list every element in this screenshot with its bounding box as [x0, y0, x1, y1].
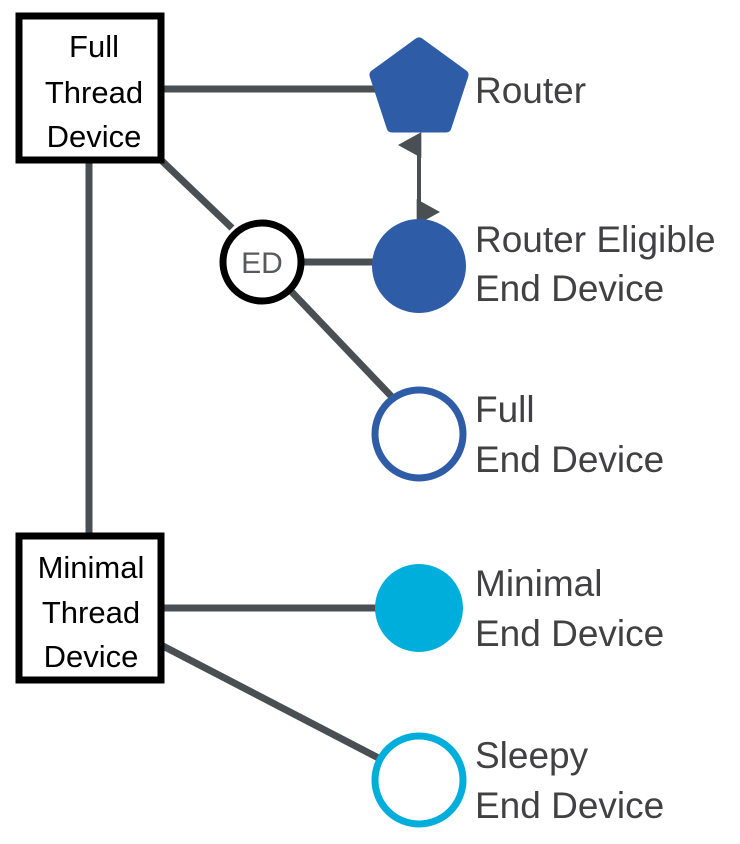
connector-mtd-to-sed — [159, 641, 394, 769]
legend-label-full-end-device-line-1: Full — [475, 389, 535, 430]
minimal-thread-device-box[interactable] — [15, 532, 165, 684]
full-thread-device-label-line-1: Full — [69, 29, 119, 64]
legend-label-sleepy-end-device-line-2: End Device — [475, 785, 664, 826]
legend-shape-router-eligible-end-device[interactable] — [372, 219, 466, 313]
legend-label-minimal-end-device-line-1: Minimal — [475, 563, 602, 604]
full-thread-device-label-line-3: Device — [47, 119, 142, 154]
node-end-device[interactable]: ED — [219, 219, 305, 305]
minimal-thread-device-label-line-2: Thread — [42, 595, 140, 630]
full-end-device-circle-icon[interactable] — [371, 386, 467, 482]
legend-shape-minimal-end-device[interactable] — [375, 564, 463, 652]
legend-shape-router[interactable] — [369, 37, 469, 133]
legend-label-router-eligible-end-device-line-2: End Device — [475, 268, 664, 309]
legend-labels: Router Router Eligible End Device Full E… — [475, 70, 716, 826]
minimal-thread-device-label-line-1: Minimal — [38, 550, 145, 585]
legend-shape-sleepy-end-device[interactable] — [371, 732, 467, 828]
minimal-thread-device-label-line-3: Device — [44, 639, 139, 674]
legend-shape-full-end-device[interactable] — [371, 386, 467, 482]
end-device-label: ED — [241, 247, 283, 280]
legend-label-router: Router — [475, 70, 586, 111]
connector-ed-to-fed — [285, 285, 395, 400]
end-device-circle[interactable] — [219, 219, 305, 305]
connector-lines — [85, 85, 400, 769]
node-minimal-thread-device[interactable]: Minimal Thread Device — [15, 532, 165, 684]
full-thread-device-label-line-2: Thread — [45, 75, 143, 110]
minimal-end-device-circle-icon[interactable] — [375, 564, 463, 652]
sleepy-end-device-circle-icon[interactable] — [371, 732, 467, 828]
connector-ftd-to-ed — [158, 157, 235, 231]
legend-label-full-end-device-line-2: End Device — [475, 439, 664, 480]
legend-label-router-eligible-end-device-line-1: Router Eligible — [475, 219, 716, 260]
router-eligible-end-device-circle-icon[interactable] — [372, 219, 466, 313]
router-pentagon-icon[interactable] — [369, 37, 469, 133]
legend-label-sleepy-end-device-line-1: Sleepy — [475, 735, 589, 776]
legend-label-minimal-end-device-line-2: End Device — [475, 613, 664, 654]
node-full-thread-device[interactable]: Full Thread Device — [15, 12, 165, 164]
full-thread-device-box[interactable] — [15, 12, 165, 164]
